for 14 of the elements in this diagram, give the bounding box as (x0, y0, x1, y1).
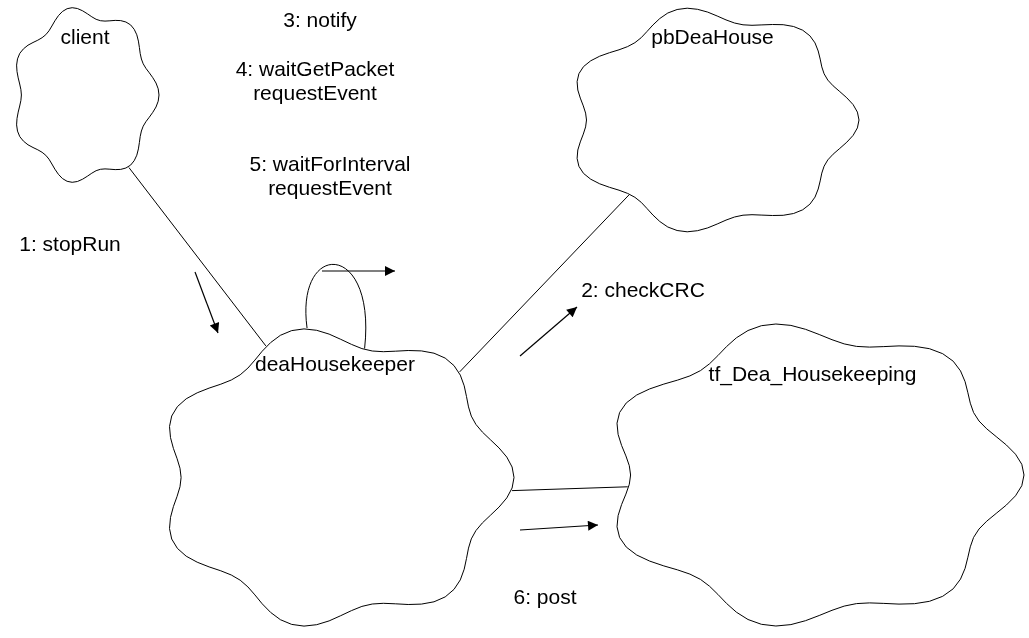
message-label: 4: waitGetPacket requestEvent (235, 57, 395, 106)
object-name: pbDeaHouse (650, 25, 775, 49)
object-name: deaHousekeeper (254, 352, 416, 376)
message-label: 5: waitForInterval requestEvent (248, 152, 412, 201)
link-line (128, 167, 267, 347)
self-link (305, 264, 367, 349)
object-name: client (59, 25, 111, 49)
link-line (459, 194, 630, 373)
message-label: 6: post (512, 585, 578, 610)
message-label: 2: checkCRC (580, 278, 706, 303)
link-line (511, 486, 629, 492)
object-name: tf_Dea_Housekeeping (707, 362, 918, 386)
message-label: 1: stopRun (18, 232, 122, 257)
message-label: 3: notify (282, 8, 358, 33)
